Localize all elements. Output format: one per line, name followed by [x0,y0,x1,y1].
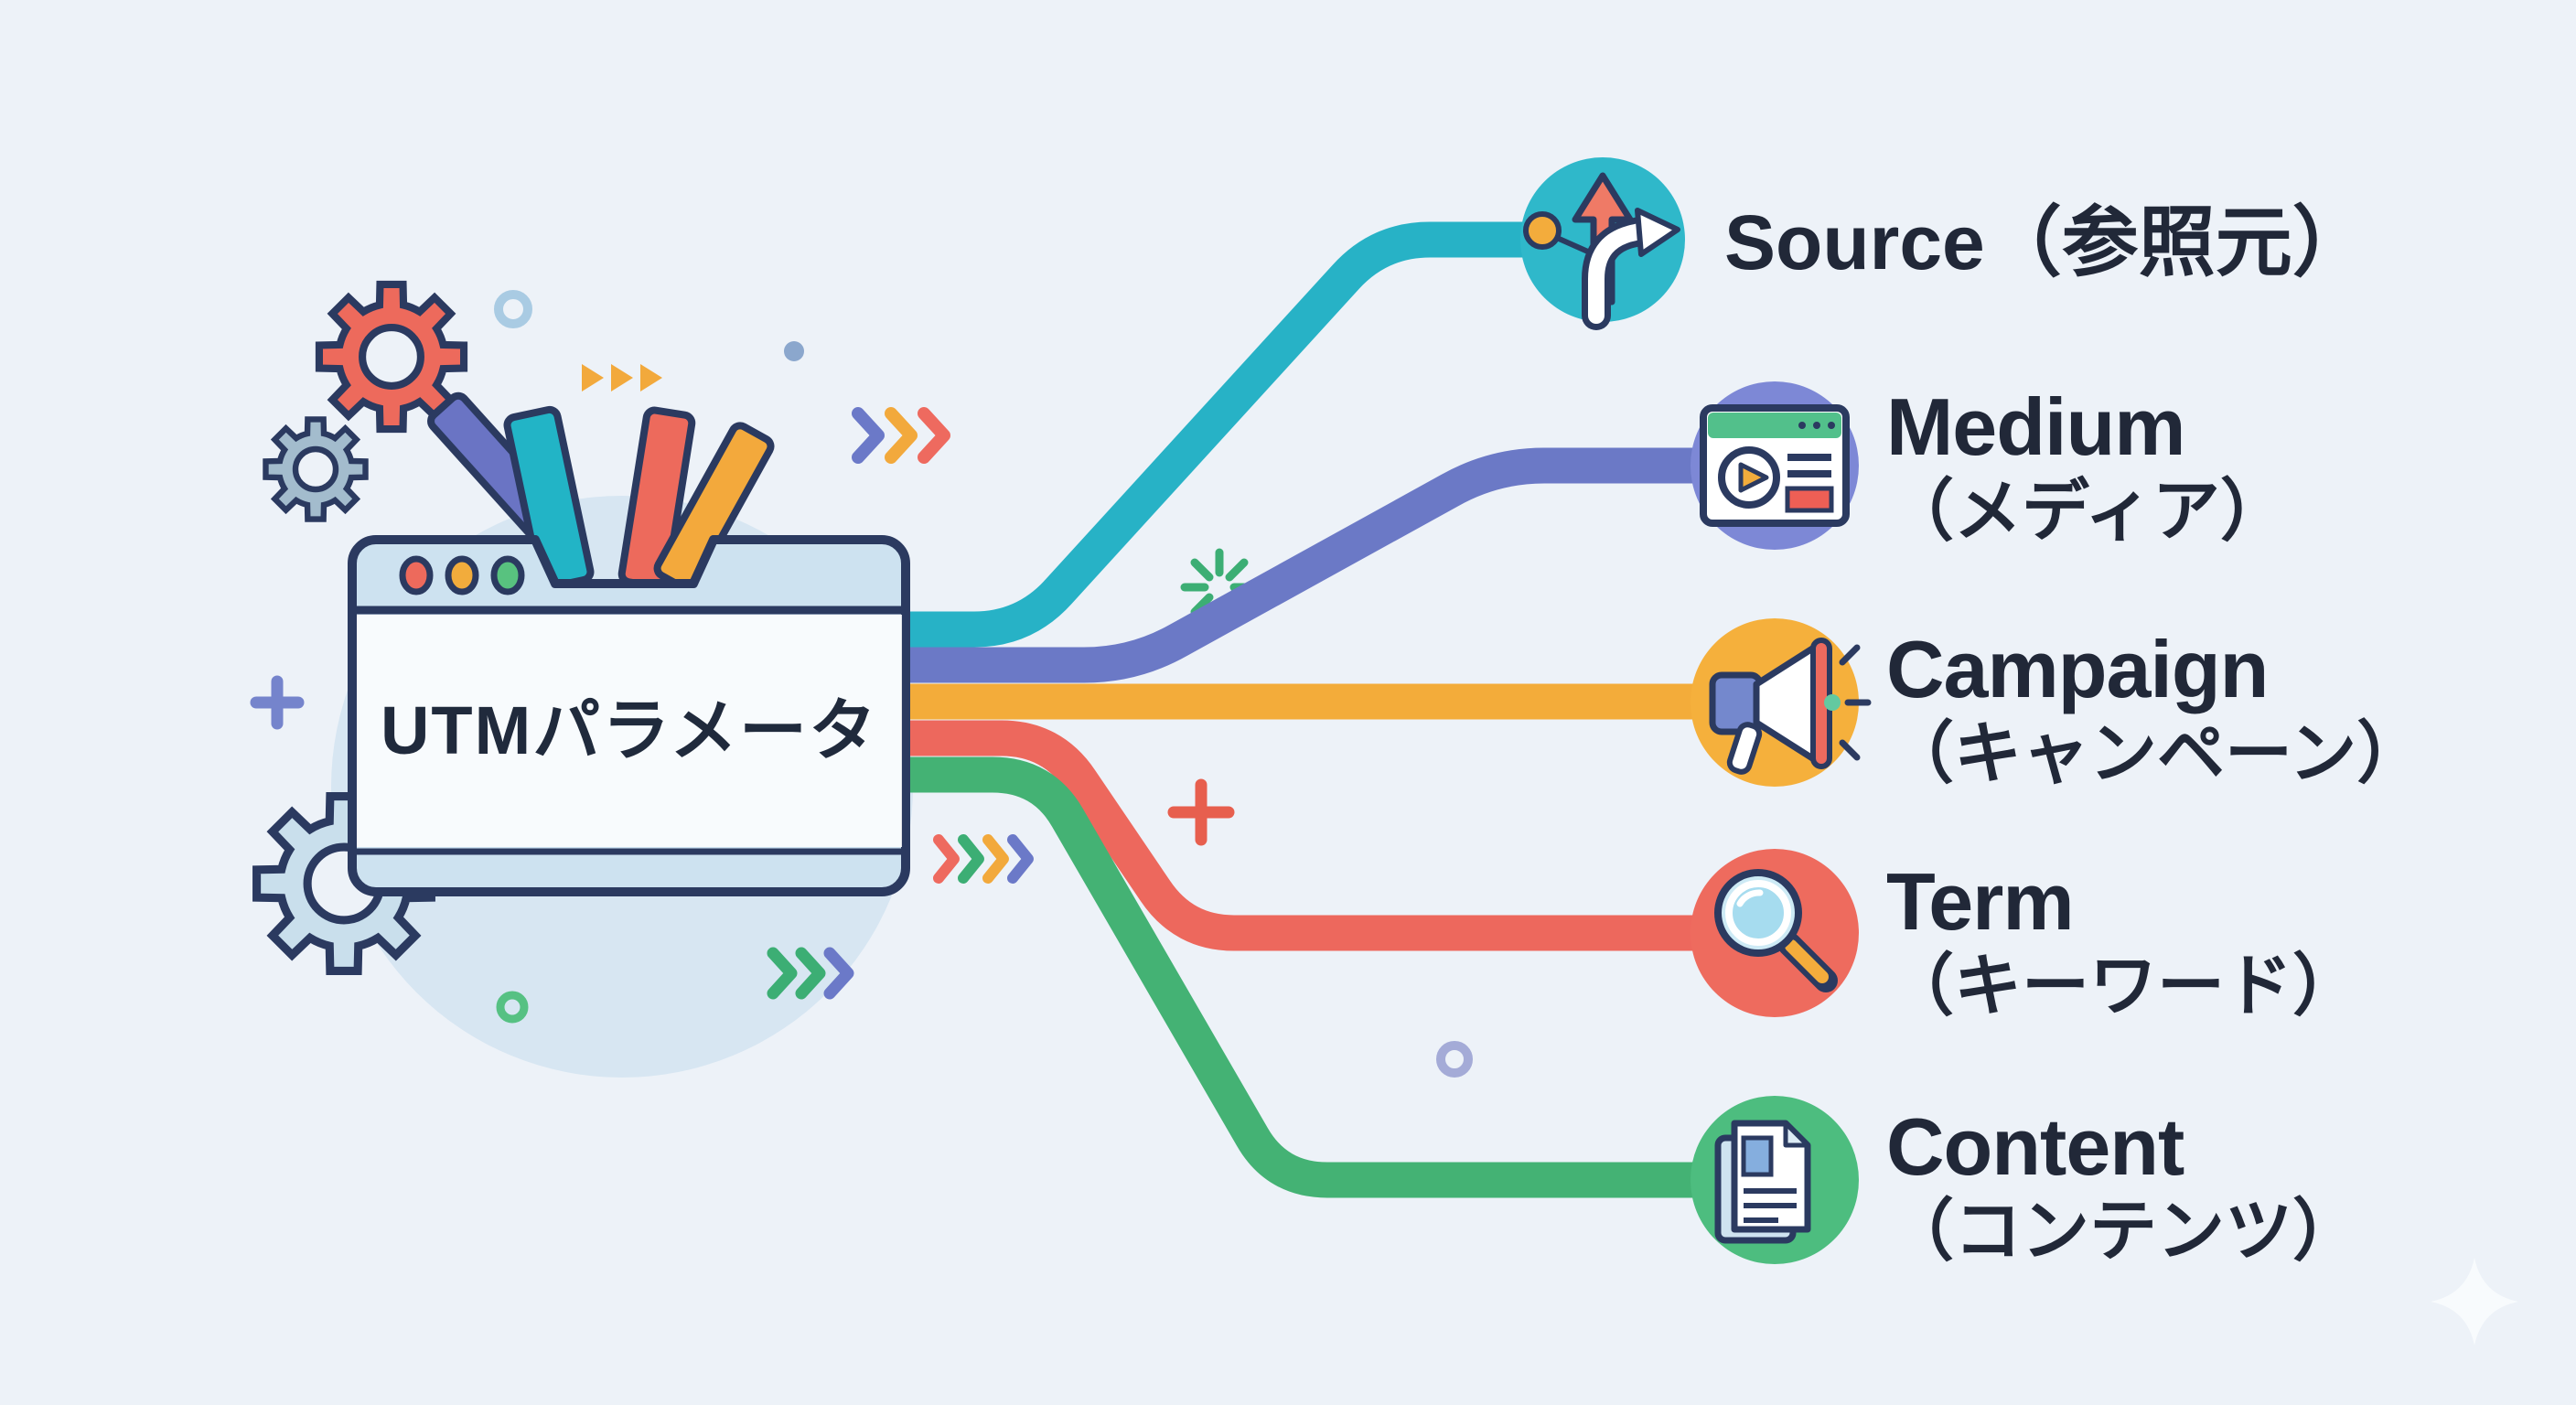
branch-term: Term （キーワード） [1690,849,2360,1024]
chevron-icon [767,947,798,1000]
chevron-icon [885,407,918,464]
origin-dot [1523,211,1562,250]
content-label: Content [1886,1101,2184,1192]
chevron-icon [918,407,950,464]
chevron-icon [982,834,1009,884]
term-label: Term [1886,856,2074,947]
header-dot [1828,422,1835,429]
red-gear-hole [359,324,424,390]
small-gear-icon [265,419,365,519]
megaphone-handle [1726,722,1763,775]
sound-rays [1839,644,1872,761]
chevron-icon [1007,834,1034,884]
ad-rect [1785,486,1834,513]
branch-medium: Medium （メディア） [1690,381,2288,550]
red-gear-icon [319,284,464,429]
ring-purple [1436,1041,1473,1078]
route-arrows-icon [1523,172,1680,330]
ring-blue [494,290,532,328]
campaign-label: Campaign [1886,624,2268,714]
window-title: UTMパラメータ [381,692,878,768]
plus-red [1167,778,1235,846]
branch-source: Source（参照元） [1520,157,2369,330]
megaphone-icon [1709,638,1872,775]
chevron-icon [823,947,854,1000]
chevron-icon [795,947,826,1000]
branch-lines [878,221,1701,1198]
header-dot [1813,422,1820,429]
chevron-icon [958,834,984,884]
window-content [357,615,902,847]
triangle-icon [582,364,604,391]
page-fold [1783,1121,1810,1148]
branch-arrow [1588,222,1651,324]
window-dot-yellow [445,555,479,595]
triangle-icon [611,364,633,391]
play-icon [1738,462,1769,493]
campaign-sublabel: （キャンペーン） [1886,715,2424,791]
medium-label: Medium [1886,381,2184,472]
card-header [1708,413,1841,438]
medium-sublabel: （メディア） [1886,473,2288,549]
document-icon [1714,1120,1811,1244]
window-dot-red [399,555,434,595]
window-dot-green [490,555,525,595]
source-label: Source（参照元） [1724,199,2369,285]
term-sublabel: （キーワード） [1886,948,2360,1024]
line-source [878,221,1537,648]
dot-connector [1555,235,1592,255]
triangle-arrows-yellow [582,364,662,391]
lens-highlight [1736,889,1764,907]
branch-content: Content （コンテンツ） [1690,1096,2360,1269]
page-image [1741,1135,1774,1177]
small-gear-hole [292,445,339,493]
header-dot [1798,422,1806,429]
content-sublabel: （コンテンツ） [1886,1193,2360,1269]
magnifier-icon [1714,869,1838,992]
megaphone-dot [1824,694,1841,711]
line-term [878,720,1701,951]
chevrons-middle [933,834,1034,884]
ribbons [427,391,775,593]
chevron-icon [852,407,885,464]
dot-gray [784,341,804,361]
magnifier-handle [1785,939,1829,983]
chevrons-bottom [767,947,854,1000]
browser-window: UTMパラメータ [348,535,910,896]
chevrons-top [852,407,950,464]
sparkle-icon [2431,1258,2518,1346]
media-browser-icon [1700,404,1850,527]
branch-campaign: Campaign （キャンペーン） [1690,618,2424,791]
chevron-icon [933,834,960,884]
line-content [878,756,1701,1198]
plus-blue [250,675,305,730]
ring-green [496,991,529,1024]
branch-arrow-head [1635,208,1680,257]
triangle-icon [640,364,662,391]
line-medium [878,447,1701,683]
